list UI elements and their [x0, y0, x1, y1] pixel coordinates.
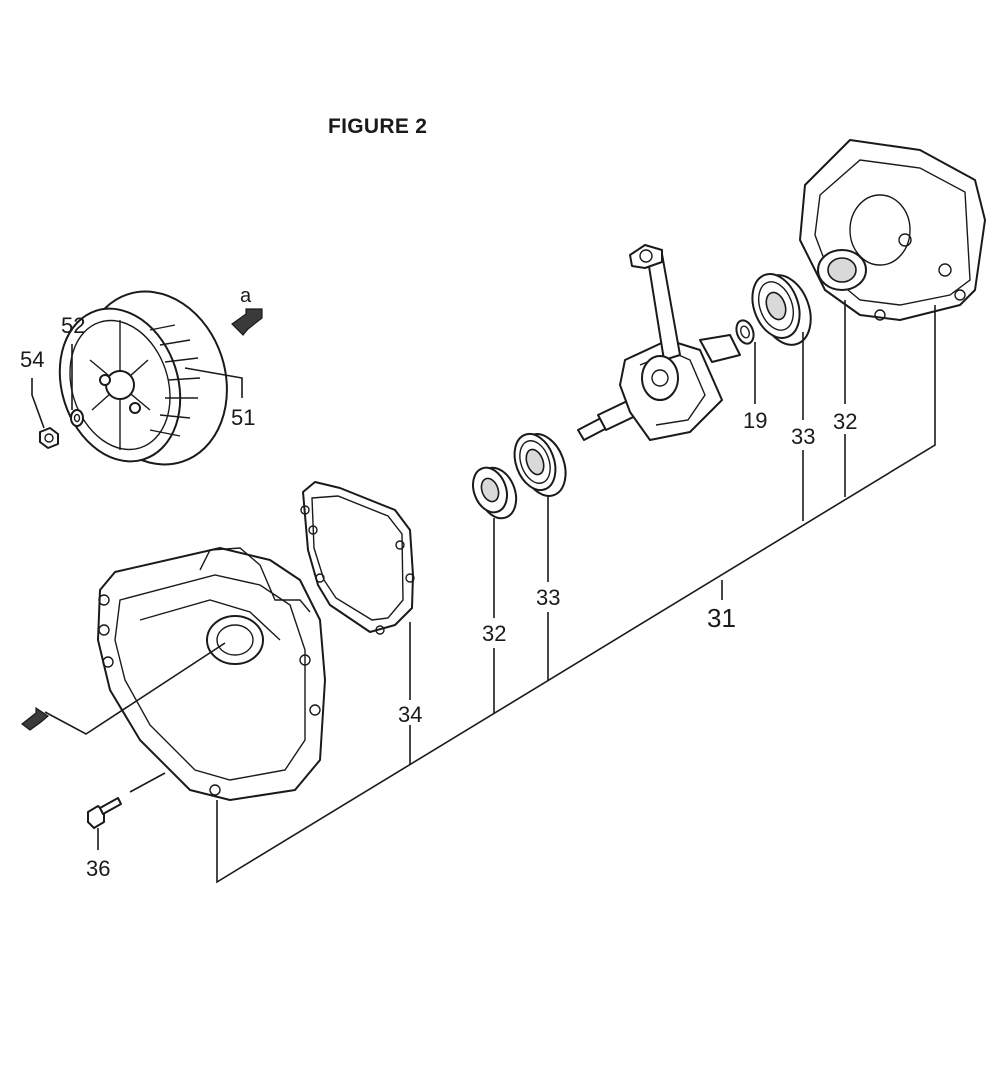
callout-34: 34	[398, 702, 422, 727]
leader-31-bracket	[216, 305, 936, 884]
leader-54	[31, 378, 45, 429]
washer-part-52	[70, 409, 84, 427]
washer-part-19	[735, 319, 755, 345]
callout-54: 54	[20, 347, 44, 372]
nut-part-54	[39, 427, 59, 449]
callout-31: 31	[707, 603, 736, 633]
bearing-part-33-right	[751, 273, 812, 346]
crankshaft-part-31	[577, 244, 741, 441]
figure-title: FIGURE 2	[328, 115, 428, 138]
seal-part-32-left	[472, 466, 518, 520]
callout-33-right: 33	[791, 424, 815, 449]
callout-32-right: 32	[833, 409, 857, 434]
callout-51: 51	[231, 405, 255, 430]
bearing-part-33-left	[513, 432, 567, 497]
callout-33-left: 33	[536, 585, 560, 610]
callout-36: 36	[86, 856, 110, 881]
gasket-part-34	[300, 481, 415, 635]
flywheel-part-51	[58, 290, 228, 466]
bolt-part-36	[87, 772, 166, 829]
crankcase-right	[799, 139, 986, 321]
callout-19: 19	[743, 408, 767, 433]
callout-32-left: 32	[482, 621, 506, 646]
leader-51	[184, 367, 243, 398]
crankcase-left	[97, 547, 326, 801]
direction-letter-a: a	[240, 285, 252, 307]
direction-arrow-a	[231, 308, 263, 336]
output-arrow	[21, 642, 226, 735]
callout-52: 52	[61, 313, 85, 338]
